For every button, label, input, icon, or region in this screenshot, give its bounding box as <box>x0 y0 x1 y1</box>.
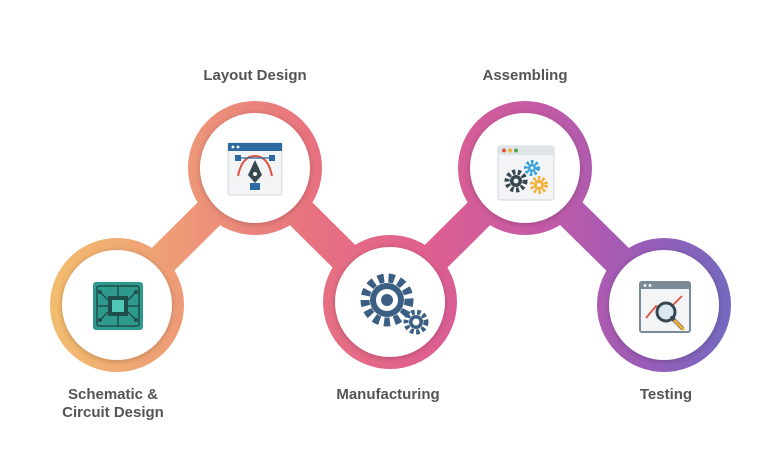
vector-pen-icon <box>227 142 283 196</box>
circuit-chip-icon <box>93 282 143 330</box>
step-label-assembling: Assembling <box>482 67 568 84</box>
step-label-testing: Testing <box>639 386 693 403</box>
step-label-manufacturing: Manufacturing <box>336 386 440 403</box>
step-label-layout-design: Layout Design <box>203 67 307 84</box>
browser-gears-icon <box>497 145 555 201</box>
gears-icon <box>360 273 429 335</box>
step-label-schematic: Schematic & Circuit Design <box>62 386 164 421</box>
browser-magnifier-icon <box>639 281 691 333</box>
